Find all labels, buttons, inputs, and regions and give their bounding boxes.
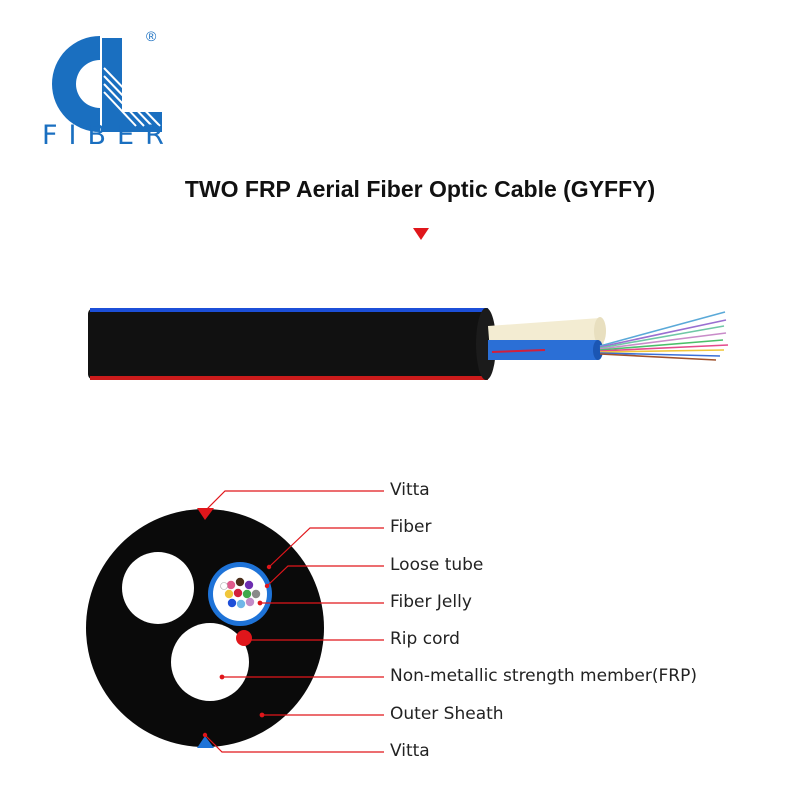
cable-side-view (88, 308, 729, 380)
label-loose-tube: Loose tube (390, 555, 484, 575)
label-rip-cord: Rip cord (390, 629, 460, 649)
brand-wordmark: FIBER (42, 120, 175, 151)
label-vitta-bottom: Vitta (390, 741, 430, 761)
registered-mark: ® (146, 28, 157, 44)
down-arrow-icon (413, 228, 429, 240)
label-vitta-top: Vitta (390, 480, 430, 500)
label-fiber: Fiber (390, 517, 432, 537)
label-strength-member: Non-metallic strength member(FRP) (390, 666, 697, 686)
label-fiber-jelly: Fiber Jelly (390, 592, 472, 612)
page-title: TWO FRP Aerial Fiber Optic Cable (GYFFY) (184, 176, 656, 202)
company-logo (52, 36, 162, 132)
cable-cross-section (86, 508, 324, 748)
leader-lines (202, 490, 384, 753)
label-outer-sheath: Outer Sheath (390, 704, 504, 724)
